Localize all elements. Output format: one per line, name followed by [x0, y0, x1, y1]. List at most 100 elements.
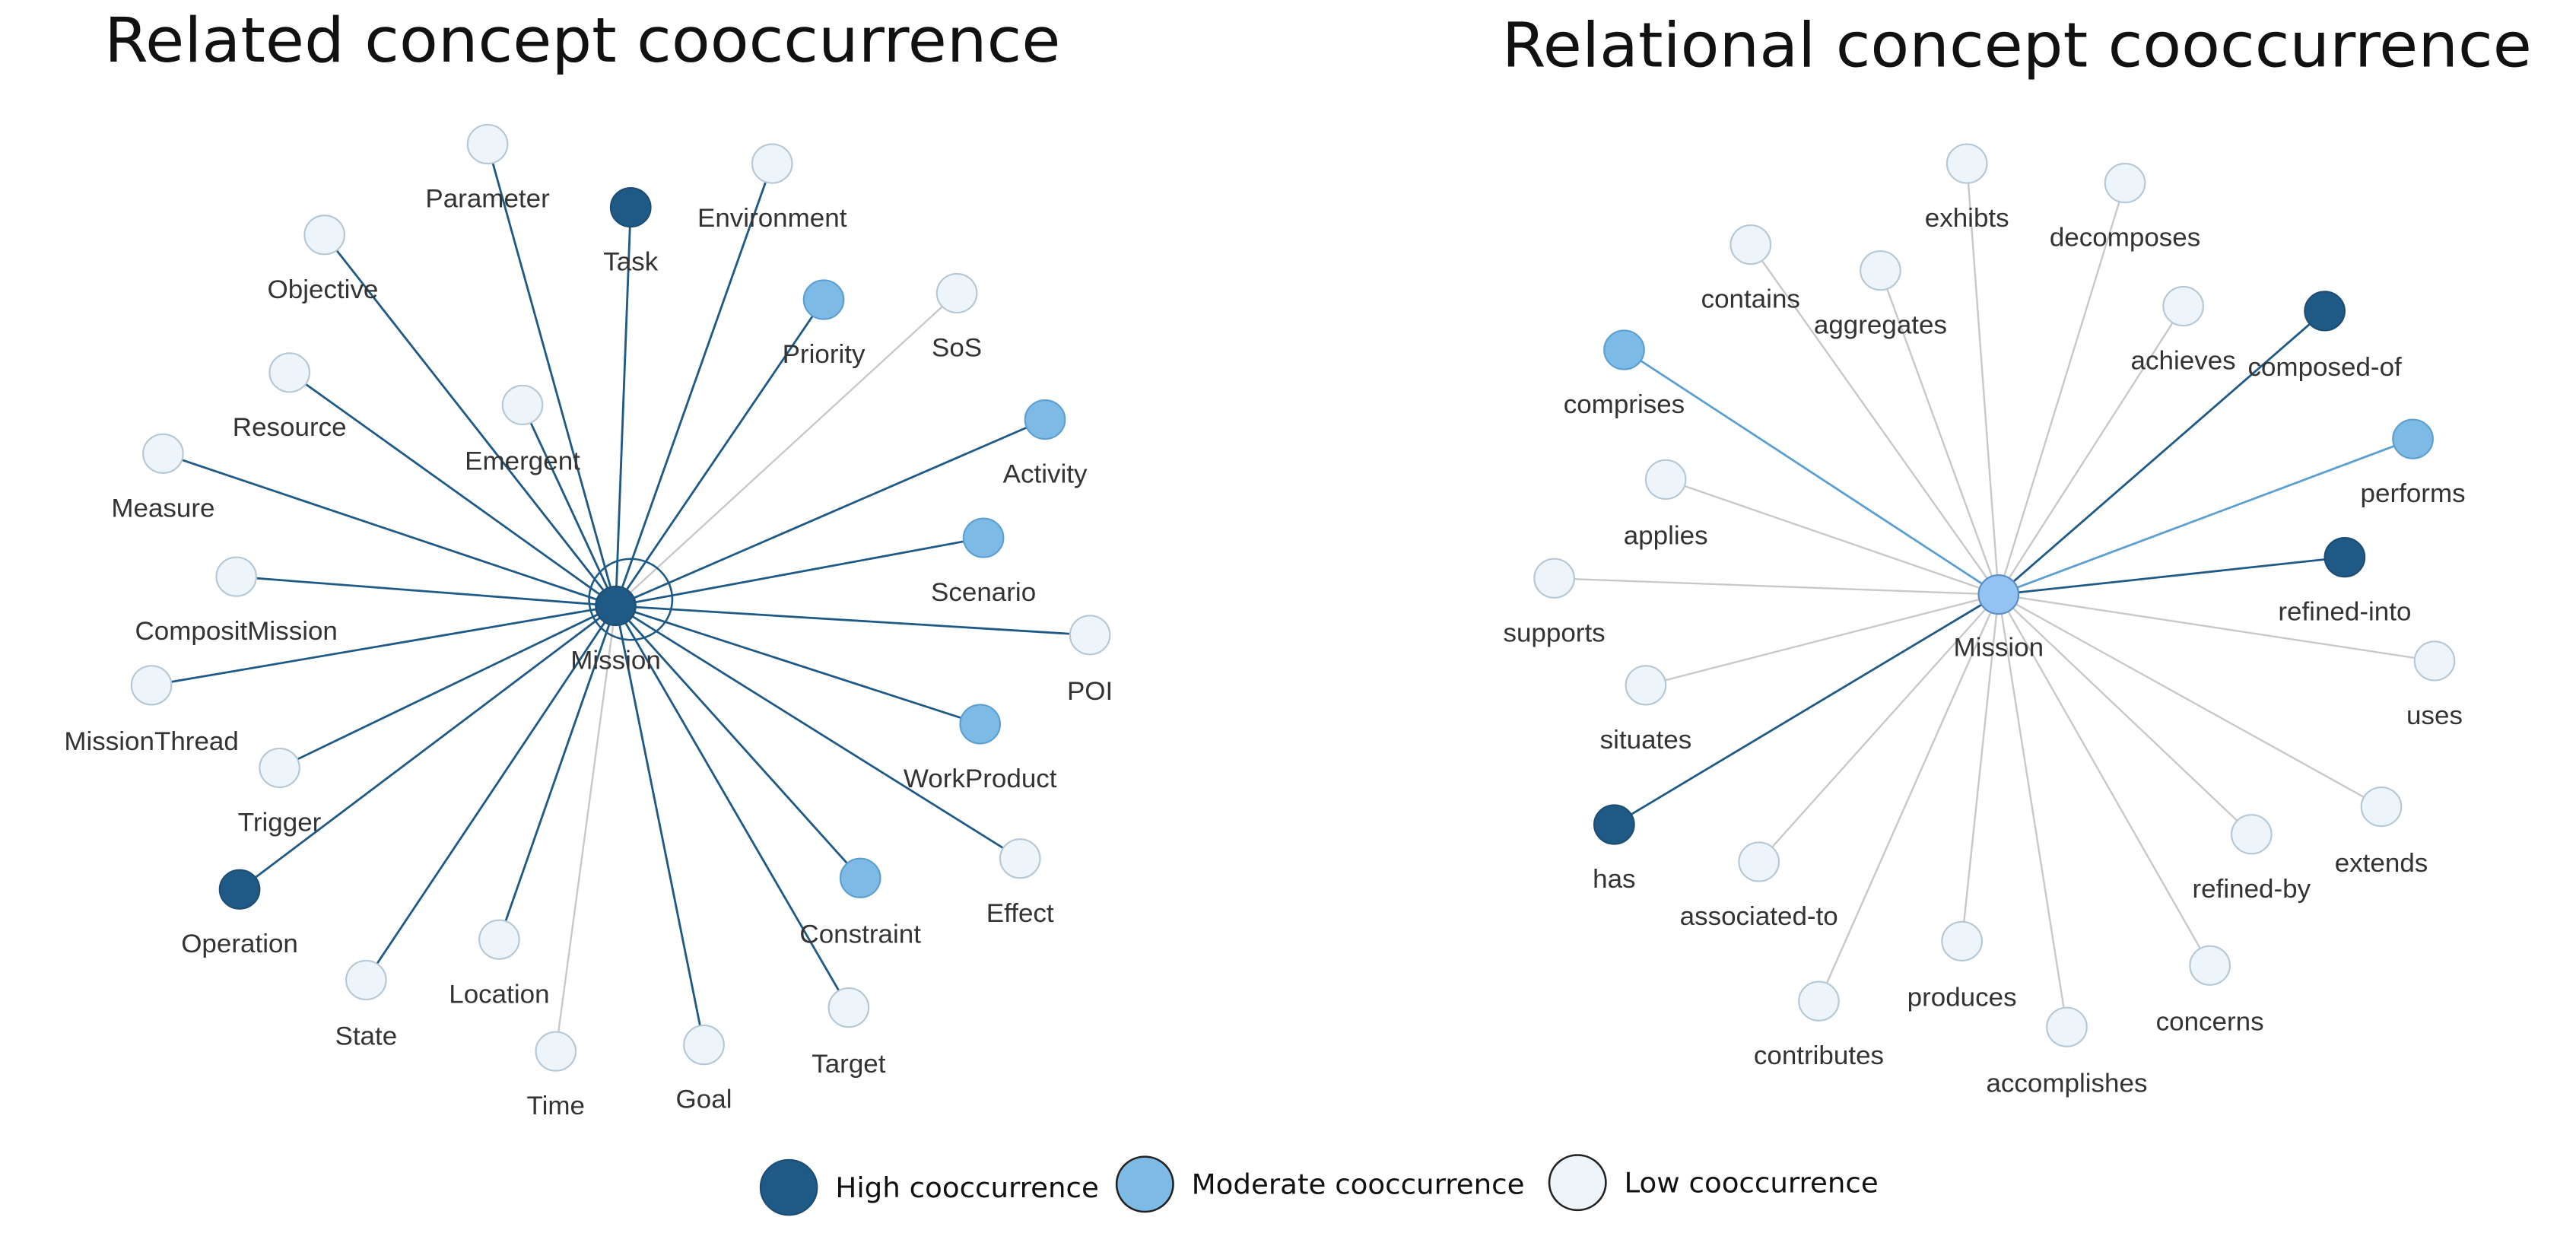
left-node-parameter[interactable]: [466, 123, 509, 165]
right-node-aggregates[interactable]: [1860, 250, 1901, 291]
left-node-trigger[interactable]: [259, 747, 300, 789]
right-node-associated-to[interactable]: [1738, 841, 1780, 882]
left-node-state[interactable]: [345, 959, 387, 1001]
right-edge-refined-into: [1998, 556, 2346, 596]
right-node-comprises[interactable]: [1603, 329, 1645, 370]
right-node-produces[interactable]: [1941, 920, 1983, 961]
right-edge-associated-to: [1758, 593, 1999, 863]
left-label-goal: Goal: [676, 1085, 732, 1114]
legend-label-moderate: Moderate cooccurrence: [1192, 1168, 1525, 1200]
right-label-aggregates: aggregates: [1814, 311, 1947, 339]
left-label-operation: Operation: [181, 930, 298, 958]
left-node-measure[interactable]: [142, 433, 184, 474]
right-node-extends[interactable]: [2360, 786, 2403, 828]
left-node-time[interactable]: [535, 1031, 577, 1072]
right-node-contributes[interactable]: [1798, 980, 1840, 1022]
right-node-decomposes[interactable]: [2104, 163, 2146, 204]
left-node-task[interactable]: [609, 186, 652, 228]
right-node-refined-into[interactable]: [2323, 536, 2366, 578]
right-edge-supports: [1554, 577, 1999, 596]
left-node-missionthread[interactable]: [130, 665, 173, 706]
left-label-location: Location: [449, 980, 549, 1009]
left-node-priority[interactable]: [802, 279, 845, 320]
left-label-compositmission: CompositMission: [135, 618, 337, 646]
left-label-target: Target: [812, 1050, 886, 1078]
right-node-applies[interactable]: [1644, 459, 1687, 501]
right-label-supports: supports: [1503, 619, 1605, 647]
right-center-node[interactable]: [1977, 574, 2020, 615]
left-node-resource[interactable]: [268, 352, 311, 393]
left-label-effect: Effect: [986, 899, 1054, 927]
right-label-concerns: concerns: [2156, 1008, 2264, 1036]
right-node-accomplishes[interactable]: [2046, 1006, 2088, 1047]
left-center-halo: [588, 558, 674, 641]
right-edge-produces: [1961, 594, 1999, 942]
right-label-decomposes: decomposes: [2050, 224, 2200, 252]
left-label-measure: Measure: [111, 494, 214, 523]
right-node-composed-of[interactable]: [2304, 291, 2346, 332]
right-edge-situates: [1645, 593, 1999, 686]
right-node-contains[interactable]: [1730, 224, 1772, 265]
left-label-missionthread: MissionThread: [64, 727, 239, 755]
right-label-refined-into: refined-into: [2278, 598, 2411, 626]
left-center-node[interactable]: [595, 585, 637, 627]
right-label-has: has: [1593, 865, 1635, 893]
left-edge-poi: [615, 605, 1091, 637]
right-network: exhibtsdecomposescontainsaggregatesachie…: [1503, 143, 2466, 1098]
left-label-emergent: Emergent: [465, 447, 580, 475]
left-node-target[interactable]: [827, 987, 870, 1028]
left-node-sos[interactable]: [935, 272, 978, 314]
left-nodes: ParameterTaskEnvironmentObjectivePriorit…: [64, 123, 1113, 1120]
legend-label-high: High cooccurrence: [835, 1171, 1099, 1203]
right-node-uses[interactable]: [2413, 640, 2456, 682]
left-node-objective[interactable]: [303, 215, 346, 256]
left-node-goal[interactable]: [683, 1025, 725, 1066]
left-node-operation[interactable]: [218, 869, 261, 910]
right-edge-contains: [1749, 243, 1999, 596]
left-edges: [151, 144, 1091, 1052]
right-label-comprises: comprises: [1564, 390, 1685, 418]
right-edge-exhibts: [1965, 164, 1999, 595]
left-node-constraint[interactable]: [839, 857, 881, 898]
left-node-emergent[interactable]: [501, 384, 544, 426]
left-node-effect[interactable]: [999, 838, 1041, 879]
right-label-achieves: achieves: [2131, 347, 2236, 375]
right-node-achieves[interactable]: [2162, 285, 2204, 327]
right-label-applies: applies: [1624, 522, 1708, 550]
left-label-time: Time: [527, 1092, 585, 1120]
right-edge-accomplishes: [1997, 594, 2068, 1028]
left-label-objective: Objective: [268, 275, 379, 304]
right-label-accomplishes: accomplishes: [1986, 1069, 2147, 1098]
left-label-state: State: [335, 1022, 397, 1050]
left-node-location[interactable]: [478, 919, 520, 960]
left-network: ParameterTaskEnvironmentObjectivePriorit…: [64, 123, 1113, 1120]
right-node-concerns[interactable]: [2189, 945, 2231, 986]
right-node-performs[interactable]: [2392, 418, 2434, 459]
right-node-refined-by[interactable]: [2230, 814, 2273, 855]
legend-swatch-low: [1548, 1154, 1607, 1212]
left-edge-priority: [615, 299, 825, 607]
right-edges: [1554, 164, 2435, 1028]
right-node-supports[interactable]: [1533, 558, 1575, 599]
legend-item-high: High cooccurrence: [759, 1158, 1099, 1216]
left-node-workproduct[interactable]: [959, 704, 1002, 745]
right-edge-applies: [1665, 478, 1999, 596]
left-label-environment: Environment: [697, 205, 847, 233]
legend-swatch-high: [759, 1158, 818, 1216]
left-node-scenario[interactable]: [962, 517, 1005, 558]
left-node-compositmission[interactable]: [215, 556, 258, 597]
left-node-environment[interactable]: [751, 143, 793, 184]
left-edge-scenario: [615, 536, 984, 607]
right-node-has[interactable]: [1593, 804, 1635, 845]
right-node-exhibts[interactable]: [1945, 143, 1988, 184]
left-edge-workproduct: [615, 605, 981, 726]
left-edge-activity: [615, 418, 1046, 607]
legend: High cooccurrence Moderate cooccurrence …: [759, 1154, 1879, 1216]
legend-item-moderate: Moderate cooccurrence: [1115, 1155, 1525, 1213]
right-edge-refined-by: [1997, 593, 2253, 835]
left-edge-effect: [615, 605, 1021, 860]
right-node-situates[interactable]: [1625, 665, 1667, 706]
left-node-poi[interactable]: [1069, 615, 1111, 656]
left-node-activity[interactable]: [1024, 399, 1066, 440]
